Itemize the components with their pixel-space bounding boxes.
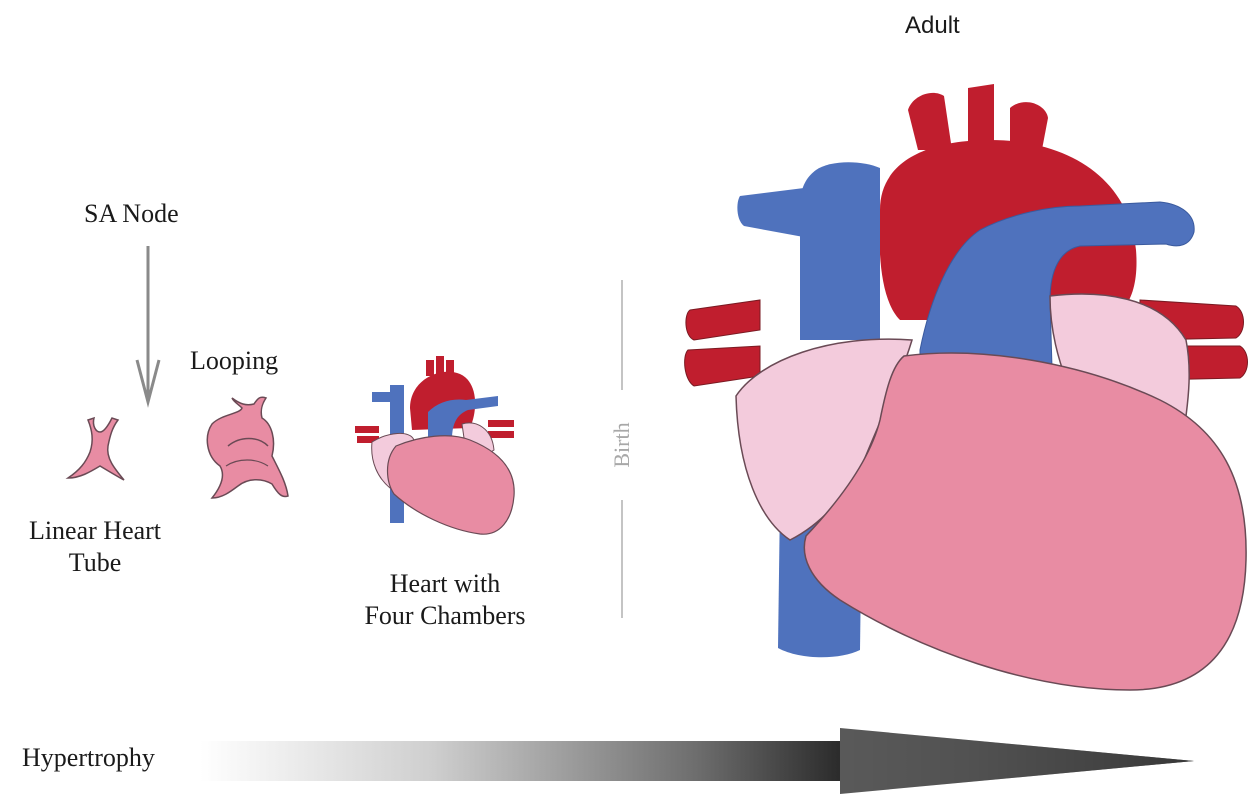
label-birth: Birth [609,418,635,472]
label-hypertrophy: Hypertrophy [22,742,155,774]
label-looping: Looping [190,345,278,377]
sa-node-arrow-icon [137,246,159,402]
label-four-line1: Heart with [340,568,550,600]
linear-heart-tube-shape [68,418,124,480]
four-chamber-heart-shape [355,356,514,534]
label-linear-line1: Linear Heart [10,515,180,547]
label-linear-line2: Tube [10,547,180,579]
adult-heart-shape [685,84,1248,690]
label-four-chambers: Heart with Four Chambers [340,568,550,632]
hypertrophy-arrow-icon [200,728,1194,794]
label-sa-node: SA Node [84,198,179,230]
label-adult: Adult [905,10,960,42]
label-linear-heart-tube: Linear Heart Tube [10,515,180,579]
label-four-line2: Four Chambers [340,600,550,632]
looping-heart-shape [207,397,288,498]
